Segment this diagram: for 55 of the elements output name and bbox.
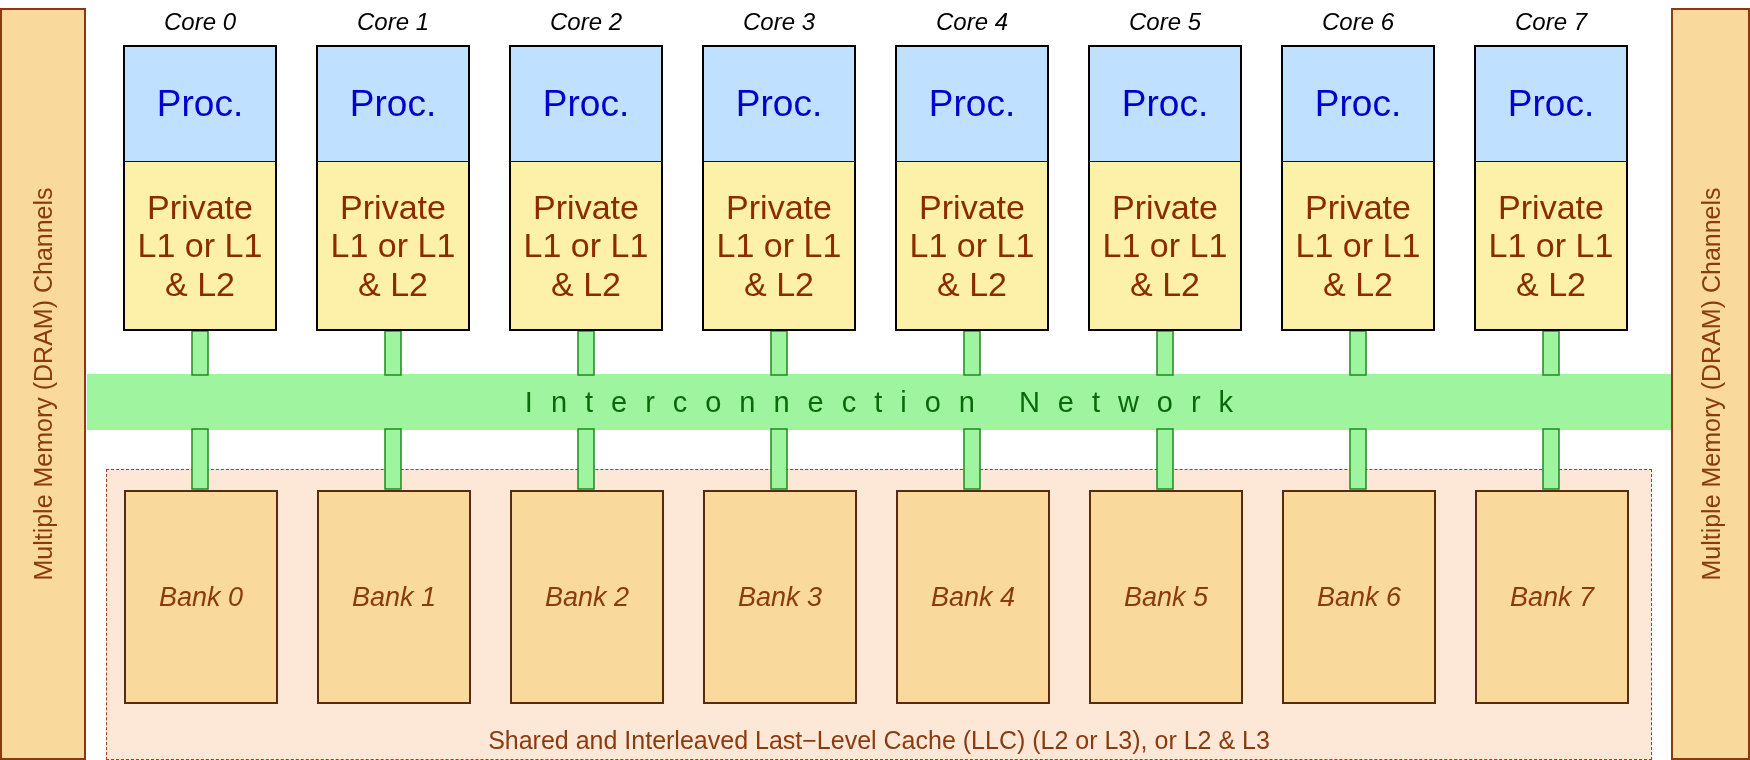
cache-box: Private L1 or L1 & L2 (509, 162, 663, 331)
bank-box: Bank 2 (510, 490, 664, 704)
cache-box: Private L1 or L1 & L2 (702, 162, 856, 331)
cache-box: Private L1 or L1 & L2 (316, 162, 470, 331)
processor-box: Proc. (123, 45, 277, 162)
cache-region (106, 469, 1652, 760)
core-label: Core 5 (1127, 7, 1202, 37)
processor-box: Proc. (316, 45, 470, 162)
core-label: Core 3 (741, 7, 816, 37)
processor-box: Proc. (509, 45, 663, 162)
link-connector (1156, 330, 1174, 376)
bank-box: Bank 6 (1282, 490, 1436, 704)
processor-box: Proc. (1474, 45, 1628, 162)
processor-box: Proc. (1281, 45, 1435, 162)
link-connector (1542, 330, 1560, 376)
core-label: Core 0 (162, 7, 237, 37)
cache-box: Private L1 or L1 & L2 (1088, 162, 1242, 331)
memory-channel-bar (1671, 8, 1750, 760)
core-label: Core 6 (1320, 7, 1395, 37)
core-label: Core 2 (548, 7, 623, 37)
bank-box: Bank 0 (124, 490, 278, 704)
channel-label: Multiple Memory (DRAM) Channels (28, 187, 58, 581)
processor-box: Proc. (702, 45, 856, 162)
core-label: Core 1 (355, 7, 430, 37)
processor-box: Proc. (895, 45, 1049, 162)
link-connector (191, 428, 209, 490)
link-connector (963, 330, 981, 376)
bank-box: Bank 5 (1089, 490, 1243, 704)
link-connector (770, 428, 788, 490)
bank-box: Bank 7 (1475, 490, 1629, 704)
cache-box: Private L1 or L1 & L2 (1474, 162, 1628, 331)
link-connector (1542, 428, 1560, 490)
link-connector (191, 330, 209, 376)
memory-channel-bar (0, 8, 86, 760)
cache-label: Shared and Interleaved Last−Level Cache (LLC) (L2 or L3), or L2 & L3 (487, 726, 1271, 755)
link-connector (1349, 330, 1367, 376)
cache-box: Private L1 or L1 & L2 (1281, 162, 1435, 331)
channel-label: Multiple Memory (DRAM) Channels (1696, 187, 1725, 581)
link-connector (963, 428, 981, 490)
network-bar: Interconnection Network (87, 374, 1671, 430)
bank-box: Bank 3 (703, 490, 857, 704)
cache-box: Private L1 or L1 & L2 (123, 162, 277, 331)
link-connector (577, 428, 595, 490)
bank-box: Bank 1 (317, 490, 471, 704)
bank-box: Bank 4 (896, 490, 1050, 704)
link-connector (577, 330, 595, 376)
link-connector (384, 330, 402, 376)
core-label: Core 4 (934, 7, 1009, 37)
link-connector (770, 330, 788, 376)
cache-box: Private L1 or L1 & L2 (895, 162, 1049, 331)
link-connector (1349, 428, 1367, 490)
processor-box: Proc. (1088, 45, 1242, 162)
core-label: Core 7 (1513, 7, 1589, 37)
link-connector (384, 428, 402, 490)
link-connector (1156, 428, 1174, 490)
